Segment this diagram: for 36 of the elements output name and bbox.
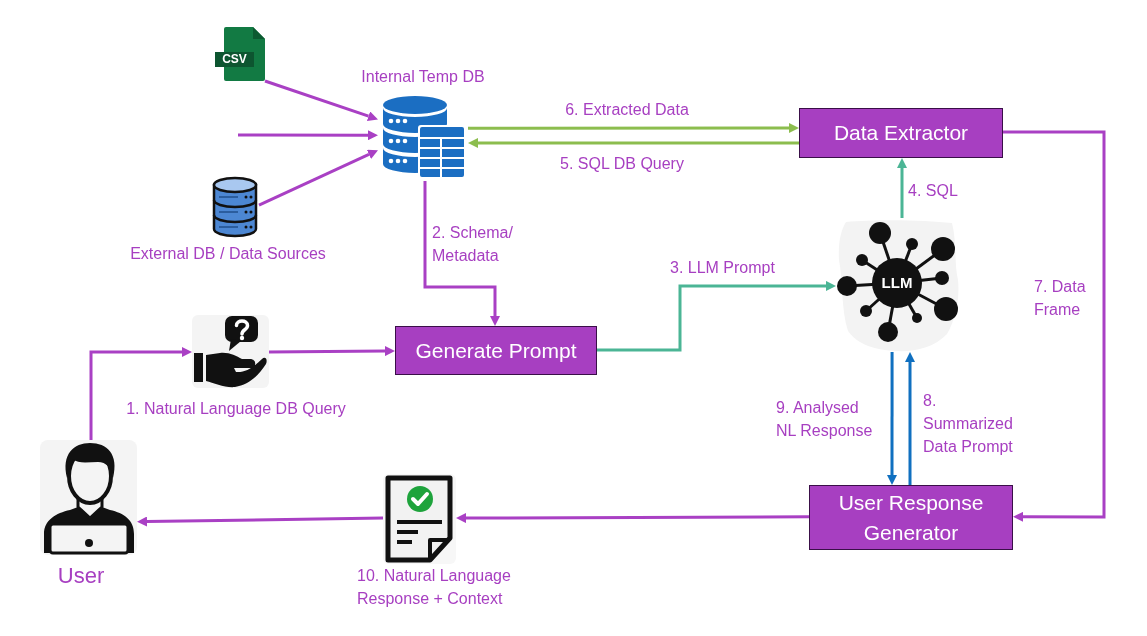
arrow: [456, 513, 809, 524]
arrow: [238, 130, 378, 141]
hub-label: LLM: [880, 273, 914, 293]
arrow: [468, 123, 799, 133]
process-label: User Response Generator: [837, 490, 985, 546]
arrow: [905, 352, 915, 485]
edge-label: 3. LLM Prompt: [670, 258, 776, 278]
arrow: [887, 352, 898, 485]
arrow: [89, 347, 192, 440]
edge-label: 7. Data Frame: [1034, 277, 1087, 320]
edge-label: 4. SQL: [908, 181, 959, 201]
arrow: [423, 181, 500, 326]
edge-label: 2. Schema/ Metadata: [432, 223, 514, 266]
node-label: 1. Natural Language DB Query: [125, 399, 347, 419]
arrow: [264, 79, 378, 121]
process-label: Data Extractor: [833, 120, 969, 147]
edge-label: 5. SQL DB Query: [559, 154, 685, 174]
node-label: User: [56, 564, 106, 587]
node-label: Internal Temp DB: [360, 67, 486, 87]
edge-label: 6. Extracted Data: [564, 100, 690, 120]
process-box: [799, 108, 1003, 158]
arrow: [269, 346, 395, 357]
arrow: [597, 280, 836, 352]
node-label: 10. Natural Language Response + Context: [357, 566, 512, 609]
process-box: [809, 485, 1013, 550]
arrow: [897, 158, 907, 218]
node-label: External DB / Data Sources: [129, 244, 327, 264]
arrow: [468, 138, 799, 148]
arrow: [137, 516, 384, 527]
process-box: [395, 326, 597, 375]
edge-label: 9. Analysed NL Response: [776, 398, 874, 441]
arrow: [1003, 130, 1106, 522]
process-label: Generate Prompt: [415, 337, 577, 364]
arrow: [258, 149, 378, 207]
file-type-label: CSV: [221, 52, 248, 67]
edge-label: 8. Summarized Data Prompt: [923, 391, 1014, 457]
